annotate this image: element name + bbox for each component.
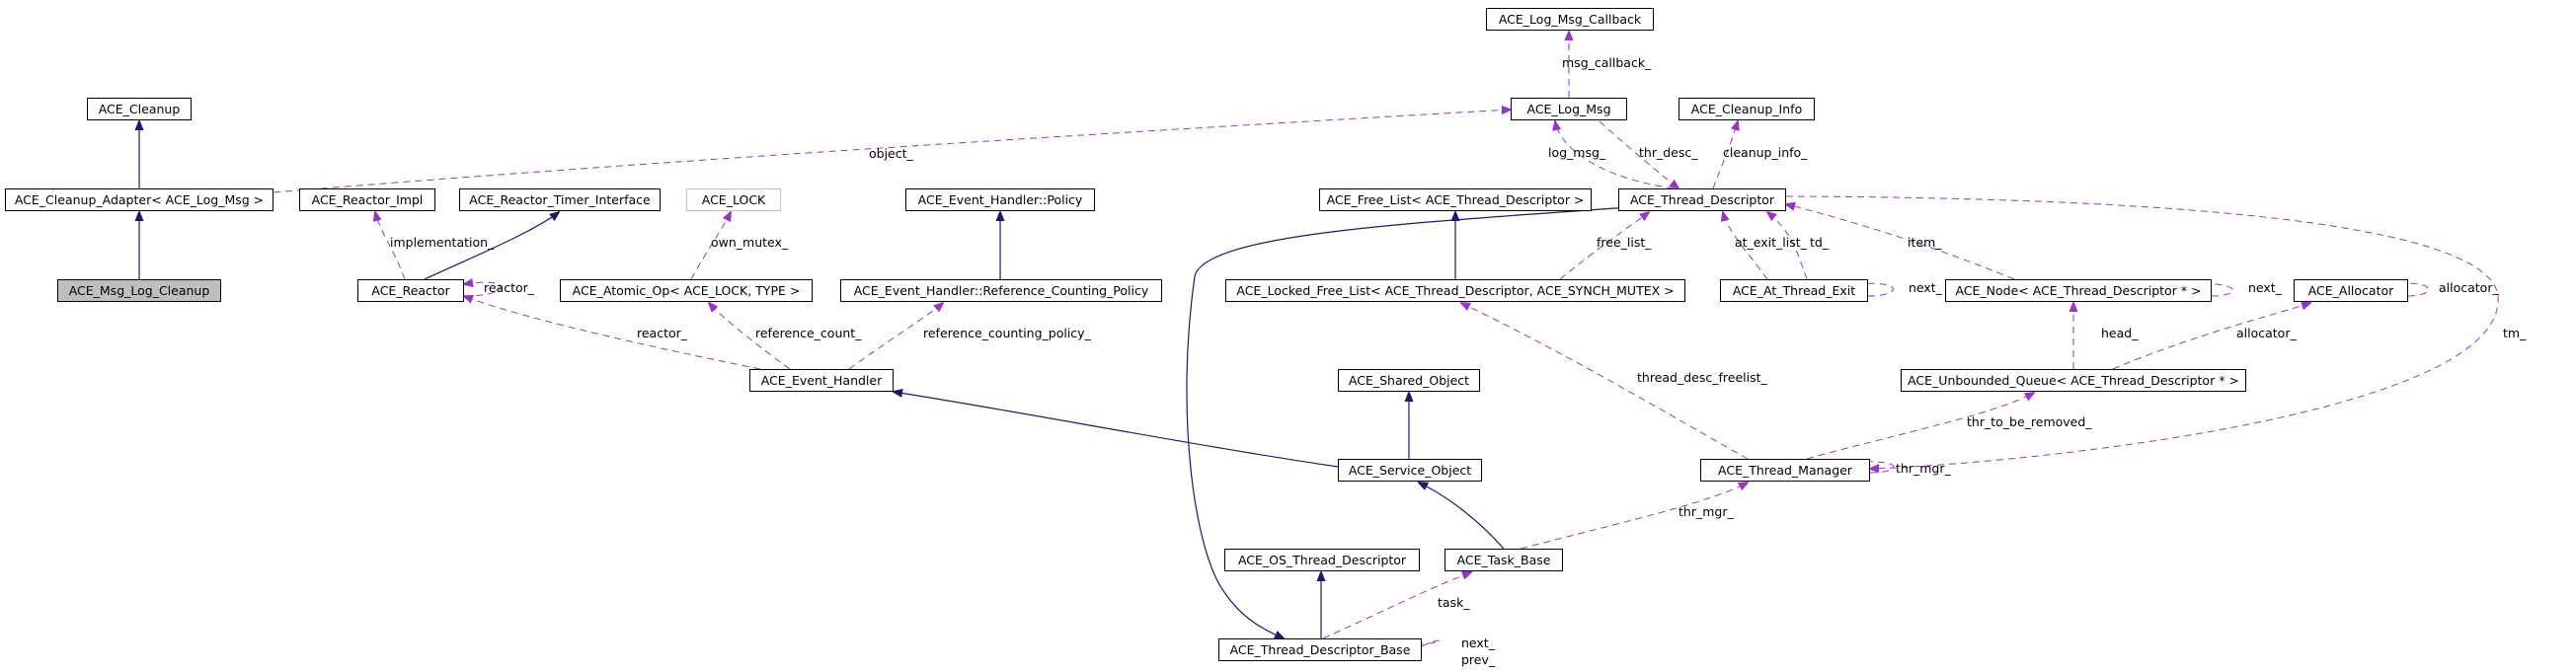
node-ace-cleanup-adapter[interactable]: ACE_Cleanup_Adapter< ACE_Log_Msg >: [5, 188, 273, 211]
edge-label-head: head_: [2101, 326, 2139, 340]
edge-cleanup-info: [1712, 121, 1738, 189]
edge-own-mutex: [690, 212, 731, 280]
node-ace-reactor-impl[interactable]: ACE_Reactor_Impl: [299, 188, 435, 211]
node-ace-node-thread-descriptor[interactable]: ACE_Node< ACE_Thread_Descriptor * >: [1945, 279, 2212, 302]
node-ace-allocator[interactable]: ACE_Allocator: [2294, 279, 2408, 302]
edge-item: [1786, 204, 2015, 280]
node-ace-cleanup[interactable]: ACE_Cleanup: [87, 98, 192, 120]
edge-allocator: [2112, 303, 2310, 370]
edge-label-tm: tm_: [2503, 326, 2527, 340]
node-ace-at-thread-exit[interactable]: ACE_At_Thread_Exit: [1720, 279, 1868, 302]
node-ace-shared-object[interactable]: ACE_Shared_Object: [1338, 369, 1480, 392]
edge-label-task: task_: [1438, 595, 1470, 610]
edge-task-base-to-service-object: [1419, 483, 1505, 550]
edge-label-reference-count: reference_count_: [755, 326, 862, 340]
edge-implementation: [375, 212, 406, 280]
node-ace-unbounded-queue[interactable]: ACE_Unbounded_Queue< ACE_Thread_Descript…: [1901, 369, 2246, 392]
edge-reactor-to-reactor-timer-interface: [424, 212, 559, 280]
edge-thr-to-be-removed: [1806, 393, 2034, 460]
node-ace-os-thread-descriptor[interactable]: ACE_OS_Thread_Descriptor: [1224, 549, 1420, 571]
edge-label-allocator-self: allocator_: [2439, 280, 2499, 295]
edge-at-exit-list: [1723, 212, 1768, 280]
edge-reference-count: [709, 303, 791, 370]
node-ace-event-handler-policy[interactable]: ACE_Event_Handler::Policy: [905, 188, 1095, 211]
edge-allocator-self: [2380, 283, 2429, 297]
edge-label-reference-counting-policy: reference_counting_policy_: [923, 326, 1092, 340]
edge-free-list: [1559, 212, 1649, 280]
node-ace-lock[interactable]: ACE_LOCK: [686, 188, 781, 211]
node-ace-event-handler-rcp[interactable]: ACE_Event_Handler::Reference_Counting_Po…: [840, 279, 1162, 302]
node-ace-log-msg[interactable]: ACE_Log_Msg: [1511, 98, 1627, 120]
edge-td: [1767, 212, 1808, 280]
edge-label-item: item_: [1908, 235, 1942, 250]
edge-label-thr-to-be-removed: thr_to_be_removed_: [1967, 414, 2092, 429]
node-ace-thread-descriptor[interactable]: ACE_Thread_Descriptor: [1618, 188, 1786, 211]
edge-label-own-mutex: own_mutex_: [711, 235, 789, 250]
node-ace-service-object[interactable]: ACE_Service_Object: [1338, 459, 1482, 482]
edge-label-cleanup-info: cleanup_info_: [1723, 145, 1808, 160]
node-ace-reactor-timer-interface[interactable]: ACE_Reactor_Timer_Interface: [459, 188, 661, 211]
edge-service-object-to-event-handler: [894, 392, 1339, 468]
edge-label-next-tdb: next_: [1461, 635, 1496, 650]
edge-label-implementation: implementation_: [390, 235, 495, 250]
node-ace-locked-free-list[interactable]: ACE_Locked_Free_List< ACE_Thread_Descrip…: [1225, 279, 1685, 302]
edge-label-allocator: allocator_: [2236, 326, 2297, 340]
edge-next-prev-tdb: [1363, 640, 1441, 646]
edge-label-object: object_: [869, 146, 914, 161]
edge-log-msg: [1555, 121, 1675, 189]
node-ace-cleanup-info[interactable]: ACE_Cleanup_Info: [1678, 98, 1815, 120]
edge-label-prev-tdb: prev_: [1461, 652, 1496, 667]
node-ace-thread-manager[interactable]: ACE_Thread_Manager: [1700, 459, 1870, 482]
node-ace-msg-log-cleanup: ACE_Msg_Log_Cleanup: [57, 279, 221, 302]
node-ace-log-msg-callback[interactable]: ACE_Log_Msg_Callback: [1486, 8, 1654, 31]
edge-object-to-log-msg: [273, 110, 1511, 193]
node-ace-atomic-op[interactable]: ACE_Atomic_Op< ACE_LOCK, TYPE >: [560, 279, 813, 302]
node-ace-reactor[interactable]: ACE_Reactor: [357, 279, 464, 302]
edge-label-reactor: reactor_: [637, 326, 688, 340]
edge-label-thr-mgr: thr_mgr_: [1678, 504, 1734, 519]
edge-label-next-node: next_: [2248, 280, 2283, 295]
edge-reactor-self: [464, 282, 502, 297]
node-ace-thread-descriptor-base[interactable]: ACE_Thread_Descriptor_Base: [1218, 638, 1422, 661]
edge-reactor: [464, 296, 761, 370]
edge-tm: [1785, 195, 2499, 469]
edge-reference-counting-policy: [848, 303, 943, 370]
edge-thread-descriptor-to-tdb: [1186, 206, 1630, 638]
edge-label-thr-desc: thr_desc_: [1639, 145, 1698, 160]
node-ace-event-handler[interactable]: ACE_Event_Handler: [749, 369, 894, 392]
node-ace-task-base[interactable]: ACE_Task_Base: [1444, 549, 1563, 571]
edge-thr-mgr: [1520, 483, 1748, 550]
edge-label-next-at-thread-exit: next_: [1909, 280, 1943, 295]
edge-label-reactor-self: reactor_: [484, 280, 535, 295]
edge-label-free-list: free_list_: [1597, 235, 1652, 250]
node-ace-free-list[interactable]: ACE_Free_List< ACE_Thread_Descriptor >: [1319, 188, 1592, 211]
edge-label-td: td_: [1810, 235, 1830, 250]
edge-label-thread-desc-freelist: thread_desc_freelist_: [1637, 370, 1767, 385]
edge-label-msg-callback: msg_callback_: [1562, 55, 1652, 70]
edge-thr-desc: [1599, 120, 1678, 188]
edge-label-at-exit-list: at_exit_list_: [1735, 235, 1808, 250]
edge-label-log-msg: log_msg_: [1548, 145, 1606, 160]
edge-task: [1322, 572, 1471, 639]
edge-label-thr-mgr-self: thr_mgr_: [1896, 461, 1951, 476]
edge-thread-desc-freelist: [1461, 303, 1749, 460]
